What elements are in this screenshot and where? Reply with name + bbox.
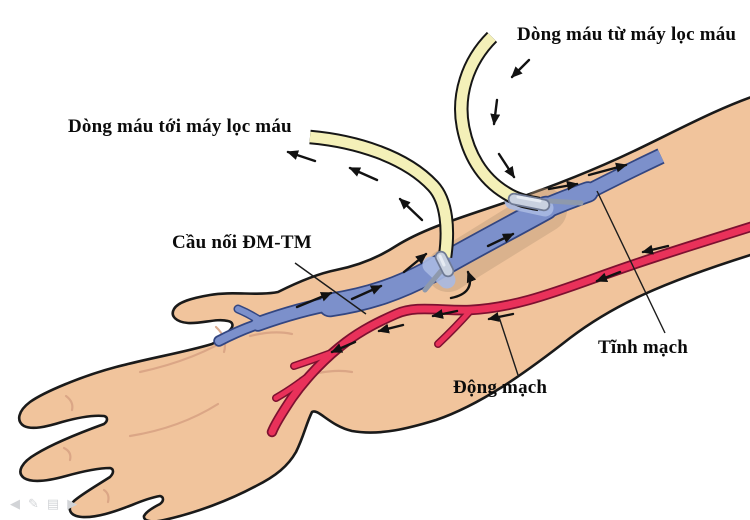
flow-arrow (398, 197, 424, 222)
arterial-needle (422, 250, 455, 293)
flow-arrow (490, 98, 501, 126)
flow-arrow (497, 152, 516, 179)
flow-arrow (641, 244, 670, 255)
flow-arrow (587, 162, 628, 177)
flow-arrow (431, 309, 459, 319)
tube-to-machine (309, 129, 455, 259)
slide-menu-icon[interactable]: ▤ (46, 497, 60, 512)
flow-arrow (350, 284, 383, 301)
finger-knuckle-crease (102, 488, 110, 504)
shunt-flow-arrow (449, 270, 477, 300)
next-slide-icon[interactable]: ▶ (67, 497, 78, 512)
flow-arrow (330, 340, 357, 354)
label-vein: Tĩnh mạch (598, 337, 688, 358)
label-flow-from-machine: Dòng máu từ máy lọc máu (517, 24, 737, 45)
annotate-pen-icon[interactable]: ✎ (28, 497, 39, 512)
finger-knuckle-crease (62, 446, 72, 462)
artery-branch (273, 375, 309, 401)
flow-arrow (377, 323, 405, 334)
venous-needle (507, 192, 584, 212)
flow-arrow (510, 58, 531, 79)
palm-crease (128, 402, 220, 438)
previous-slide-icon[interactable]: ◀ (10, 497, 20, 512)
pointer-line-vein (596, 190, 666, 334)
flow-arrow (348, 166, 379, 182)
pointer-line-fistula (294, 262, 367, 315)
vein-path (213, 148, 665, 347)
pointer-line-artery (498, 316, 519, 376)
artery-branch (291, 349, 337, 369)
wrist-crease (248, 331, 294, 338)
flow-arrow (486, 232, 515, 248)
presenter-controls: ◀ ✎ ▤ ▶ (10, 497, 77, 512)
label-flow-to-machine: Dòng máu tới máy lọc máu (68, 116, 292, 137)
label-artery: Động mạch (453, 377, 548, 398)
flow-arrow (286, 150, 317, 163)
finger-knuckle-crease (64, 394, 74, 412)
flow-arrow (295, 291, 333, 309)
label-fistula: Cầu nối ĐM-TM (172, 232, 312, 253)
artery-path (266, 221, 750, 438)
flow-arrow (547, 180, 579, 191)
flow-arrow (595, 270, 622, 283)
flow-arrow (487, 312, 515, 322)
artery-branch (435, 307, 474, 347)
flow-arrow (402, 252, 428, 274)
